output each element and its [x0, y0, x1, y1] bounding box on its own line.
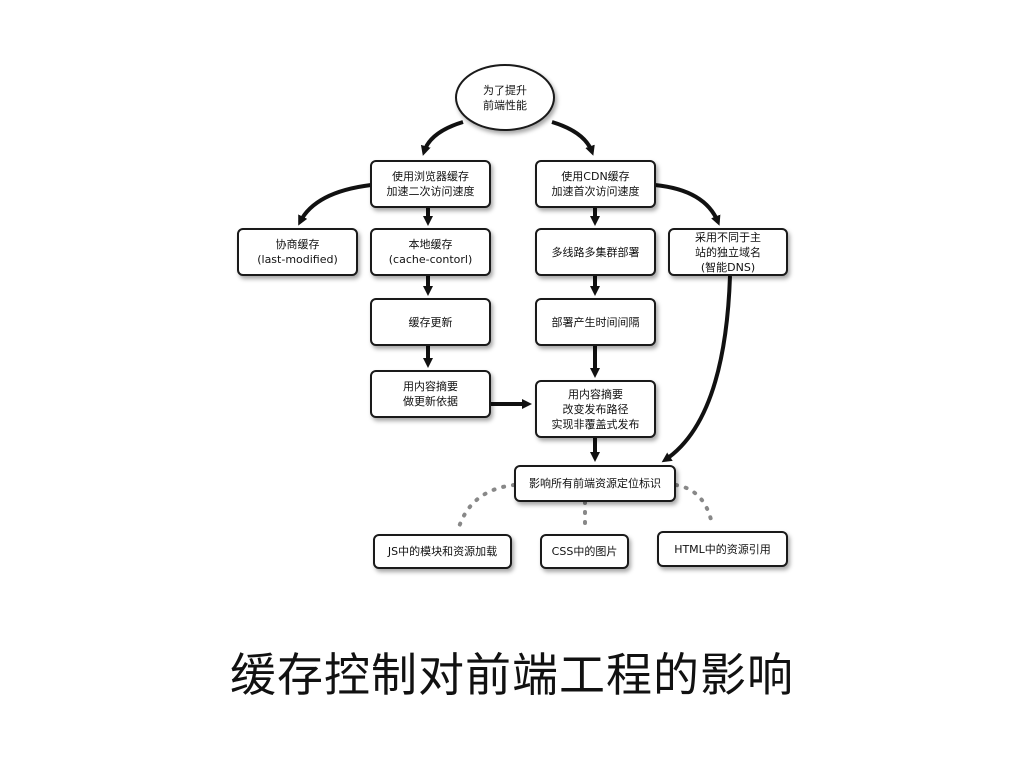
node-cdn-cache-line1: 使用CDN缓存: [561, 170, 630, 183]
node-cache-update: 缓存更新: [370, 298, 491, 346]
node-multiline-deploy: 多线路多集群部署: [535, 228, 656, 276]
node-digest-update-basis-line1: 用内容摘要: [403, 380, 458, 393]
node-local-cache-line2: (cache-contorl): [388, 253, 473, 266]
node-digest-publish-path: 用内容摘要 改变发布路径 实现非覆盖式发布: [535, 380, 656, 438]
node-root-goal: 为了提升 前端性能: [455, 64, 555, 131]
node-multiline-deploy-line1: 多线路多集群部署: [551, 245, 640, 259]
node-digest-update-basis-line2: 做更新依据: [403, 395, 458, 408]
node-negotiate-cache-line1: 协商缓存: [275, 238, 320, 251]
edge-cdn-to-dns: [654, 183, 721, 226]
node-root-goal-line2: 前端性能: [483, 98, 527, 112]
node-root-goal-line1: 为了提升: [483, 83, 527, 97]
node-affect-resource-locator: 影响所有前端资源定位标识: [514, 465, 676, 502]
node-negotiate-cache: 协商缓存 (last-modified): [237, 228, 358, 276]
node-independent-domain-line2: 站的独立域名: [695, 245, 761, 259]
slide-title: 缓存控制对前端工程的影响: [230, 648, 794, 702]
dotted-link-affect-to-js: [456, 483, 516, 532]
node-browser-cache: 使用浏览器缓存 加速二次访问速度: [370, 160, 491, 208]
node-digest-publish-path-line2: 改变发布路径: [562, 402, 629, 416]
node-affect-resource-locator-line1: 影响所有前端资源定位标识: [529, 477, 661, 490]
node-js-module-loading-line1: JS中的模块和资源加载: [387, 545, 498, 558]
node-digest-publish-path-line1: 用内容摘要: [568, 387, 623, 401]
node-js-module-loading: JS中的模块和资源加载: [373, 534, 512, 569]
node-independent-domain-line1: 采用不同于主: [695, 230, 761, 244]
node-independent-domain: 采用不同于主 站的独立域名 (智能DNS): [668, 228, 788, 276]
node-html-resource-refs-line1: HTML中的资源引用: [674, 542, 771, 556]
node-css-images-line1: CSS中的图片: [551, 545, 618, 558]
node-negotiate-cache-line2: (last-modified): [257, 253, 338, 266]
dotted-link-affect-to-html: [674, 483, 714, 526]
node-cdn-cache: 使用CDN缓存 加速首次访问速度: [535, 160, 656, 208]
node-local-cache-line1: 本地缓存: [408, 238, 453, 251]
node-deploy-time-gap: 部署产生时间间隔: [535, 298, 656, 346]
node-css-images: CSS中的图片: [540, 534, 629, 569]
node-html-resource-refs: HTML中的资源引用: [657, 531, 788, 567]
node-deploy-time-gap-line1: 部署产生时间间隔: [551, 315, 640, 329]
edge-root-to-cdn: [551, 120, 595, 156]
node-cache-update-line1: 缓存更新: [408, 315, 453, 329]
node-digest-publish-path-line3: 实现非覆盖式发布: [551, 417, 640, 431]
edge-dns-to-affect: [661, 275, 732, 463]
node-cdn-cache-line2: 加速首次访问速度: [551, 185, 640, 198]
node-browser-cache-line1: 使用浏览器缓存: [392, 170, 469, 183]
node-independent-domain-line3: (智能DNS): [700, 260, 756, 274]
node-browser-cache-line2: 加速二次访问速度: [386, 185, 475, 198]
edge-browser-to-negotiate: [298, 183, 372, 226]
edge-root-to-browser: [420, 120, 464, 156]
node-digest-update-basis: 用内容摘要 做更新依据: [370, 370, 491, 418]
node-local-cache: 本地缓存 (cache-contorl): [370, 228, 491, 276]
